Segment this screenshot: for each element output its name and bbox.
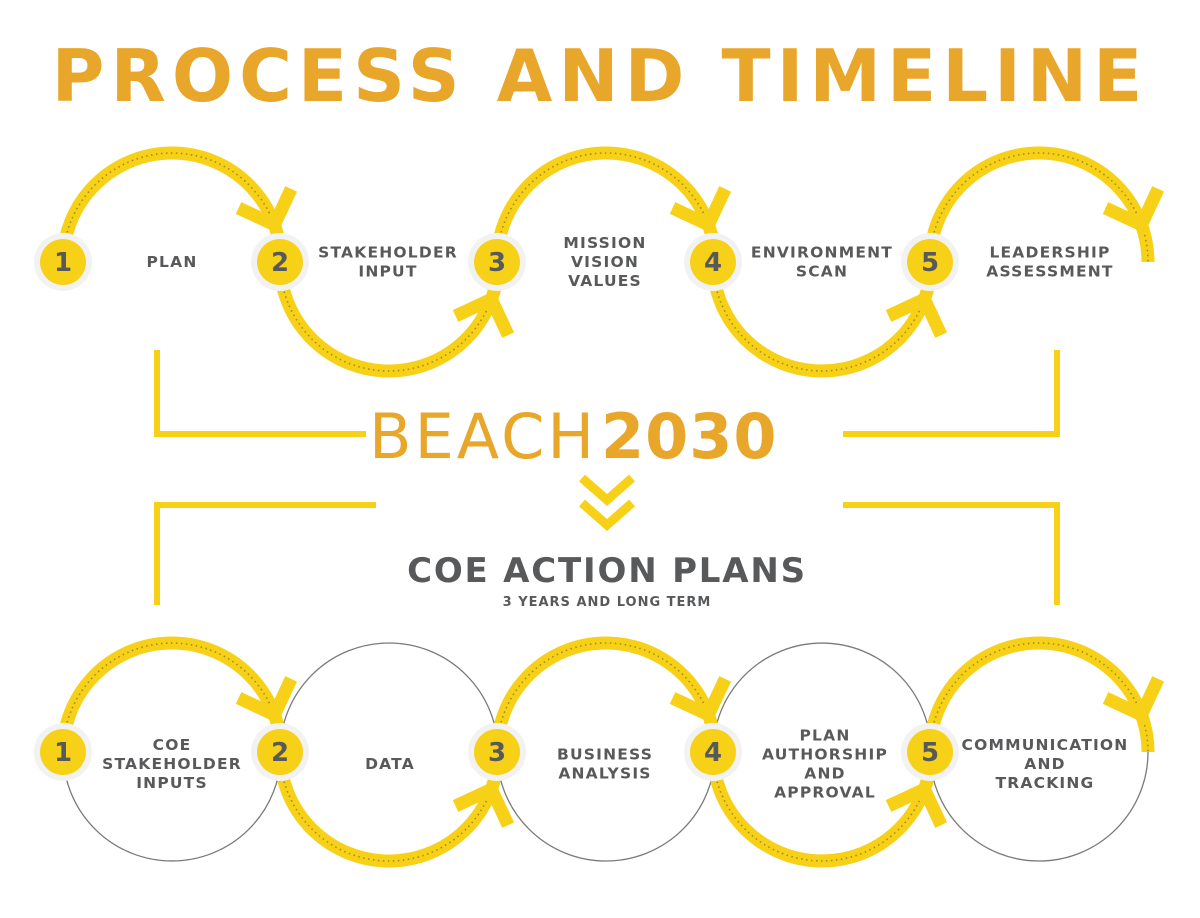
arrow-arc-3	[490, 636, 732, 753]
step-label-line: PLAN	[146, 253, 197, 271]
step-number: 3	[488, 248, 506, 278]
step-label-line: COMMUNICATION	[962, 736, 1129, 754]
arrow-arc-4	[706, 261, 948, 378]
step-label-line: ANALYSIS	[558, 765, 651, 783]
arrow-arc-2	[273, 751, 515, 868]
arrow-arc-3	[490, 146, 732, 263]
page-title: PROCESS AND TIMELINE	[52, 34, 1149, 118]
brand-prefix: BEACH	[369, 400, 597, 473]
arrowhead-icon	[1102, 676, 1165, 724]
top-process-arrows	[56, 146, 1165, 378]
step-node-3: 3	[468, 233, 526, 291]
step-number: 1	[54, 738, 72, 768]
step-label-line: DATA	[365, 755, 415, 773]
arrowhead-icon	[452, 290, 515, 338]
arrowhead-icon	[669, 186, 732, 234]
outline-arc	[62, 751, 282, 862]
bottom-bracket	[154, 502, 1060, 605]
step-label-line: PLAN	[799, 727, 850, 745]
step-label-line: AND	[804, 765, 845, 783]
arrowhead-icon	[669, 676, 732, 724]
coe-subtitle: 3 YEARS AND LONG TERM	[503, 595, 712, 610]
outline-arc	[712, 642, 932, 753]
step-node-2: 2	[251, 233, 309, 291]
step-node-4: 4	[684, 723, 742, 781]
step-label-line: AND	[1024, 755, 1065, 773]
step-node-1: 1	[34, 233, 92, 291]
arrow-arc-2	[273, 261, 515, 378]
step-label-line: COE	[153, 736, 192, 754]
arrow-arc-1	[56, 146, 298, 263]
step-number: 3	[488, 738, 506, 768]
brand-suffix: 2030	[601, 400, 778, 473]
step-label-line: ASSESSMENT	[986, 263, 1113, 281]
step-label-line: STAKEHOLDER	[102, 755, 242, 773]
step-label-line: INPUTS	[136, 774, 208, 792]
chevron-down-icon	[579, 474, 635, 531]
step-node-5: 5	[901, 723, 959, 781]
top-bracket	[154, 350, 1060, 437]
step-label-line: STAKEHOLDER	[318, 244, 458, 262]
arrow-arc-5	[923, 636, 1165, 753]
bottom-outline-circles	[62, 642, 1149, 862]
arrowhead-icon	[885, 780, 948, 828]
arrow-arc-5	[923, 146, 1165, 263]
arrowhead-icon	[235, 186, 298, 234]
step-label-line: MISSION	[563, 234, 646, 252]
step-label-line: LEADERSHIP	[989, 244, 1110, 262]
step-label-line: VALUES	[568, 272, 642, 290]
step-node-3: 3	[468, 723, 526, 781]
step-label-line: ENVIRONMENT	[751, 244, 893, 262]
coe-title: COE ACTION PLANS	[407, 551, 807, 591]
step-number: 5	[921, 248, 939, 278]
outline-arc	[496, 751, 716, 862]
step-label-line: BUSINESS	[557, 746, 653, 764]
step-label-line: TRACKING	[996, 774, 1095, 792]
arrowhead-icon	[235, 676, 298, 724]
arrow-arc-1	[56, 636, 298, 753]
step-label-line: VISION	[571, 253, 639, 271]
step-number: 2	[271, 738, 289, 768]
outline-arc	[929, 751, 1149, 862]
step-node-4: 4	[684, 233, 742, 291]
step-number: 5	[921, 738, 939, 768]
step-node-5: 5	[901, 233, 959, 291]
arrow-arc-4	[706, 751, 948, 868]
step-number: 4	[704, 248, 722, 278]
step-number: 4	[704, 738, 722, 768]
arrowhead-icon	[885, 290, 948, 338]
step-number: 2	[271, 248, 289, 278]
step-label-line: APPROVAL	[774, 784, 876, 802]
step-number: 1	[54, 248, 72, 278]
outline-arc	[279, 642, 499, 753]
step-node-2: 2	[251, 723, 309, 781]
brand-logo: BEACH 2030	[369, 400, 778, 473]
arrowhead-icon	[1102, 186, 1165, 234]
step-node-1: 1	[34, 723, 92, 781]
bottom-process-arrows	[56, 636, 1165, 868]
step-label-line: AUTHORSHIP	[762, 746, 888, 764]
step-label-line: SCAN	[796, 263, 848, 281]
arrowhead-icon	[452, 780, 515, 828]
step-label-line: INPUT	[358, 263, 417, 281]
